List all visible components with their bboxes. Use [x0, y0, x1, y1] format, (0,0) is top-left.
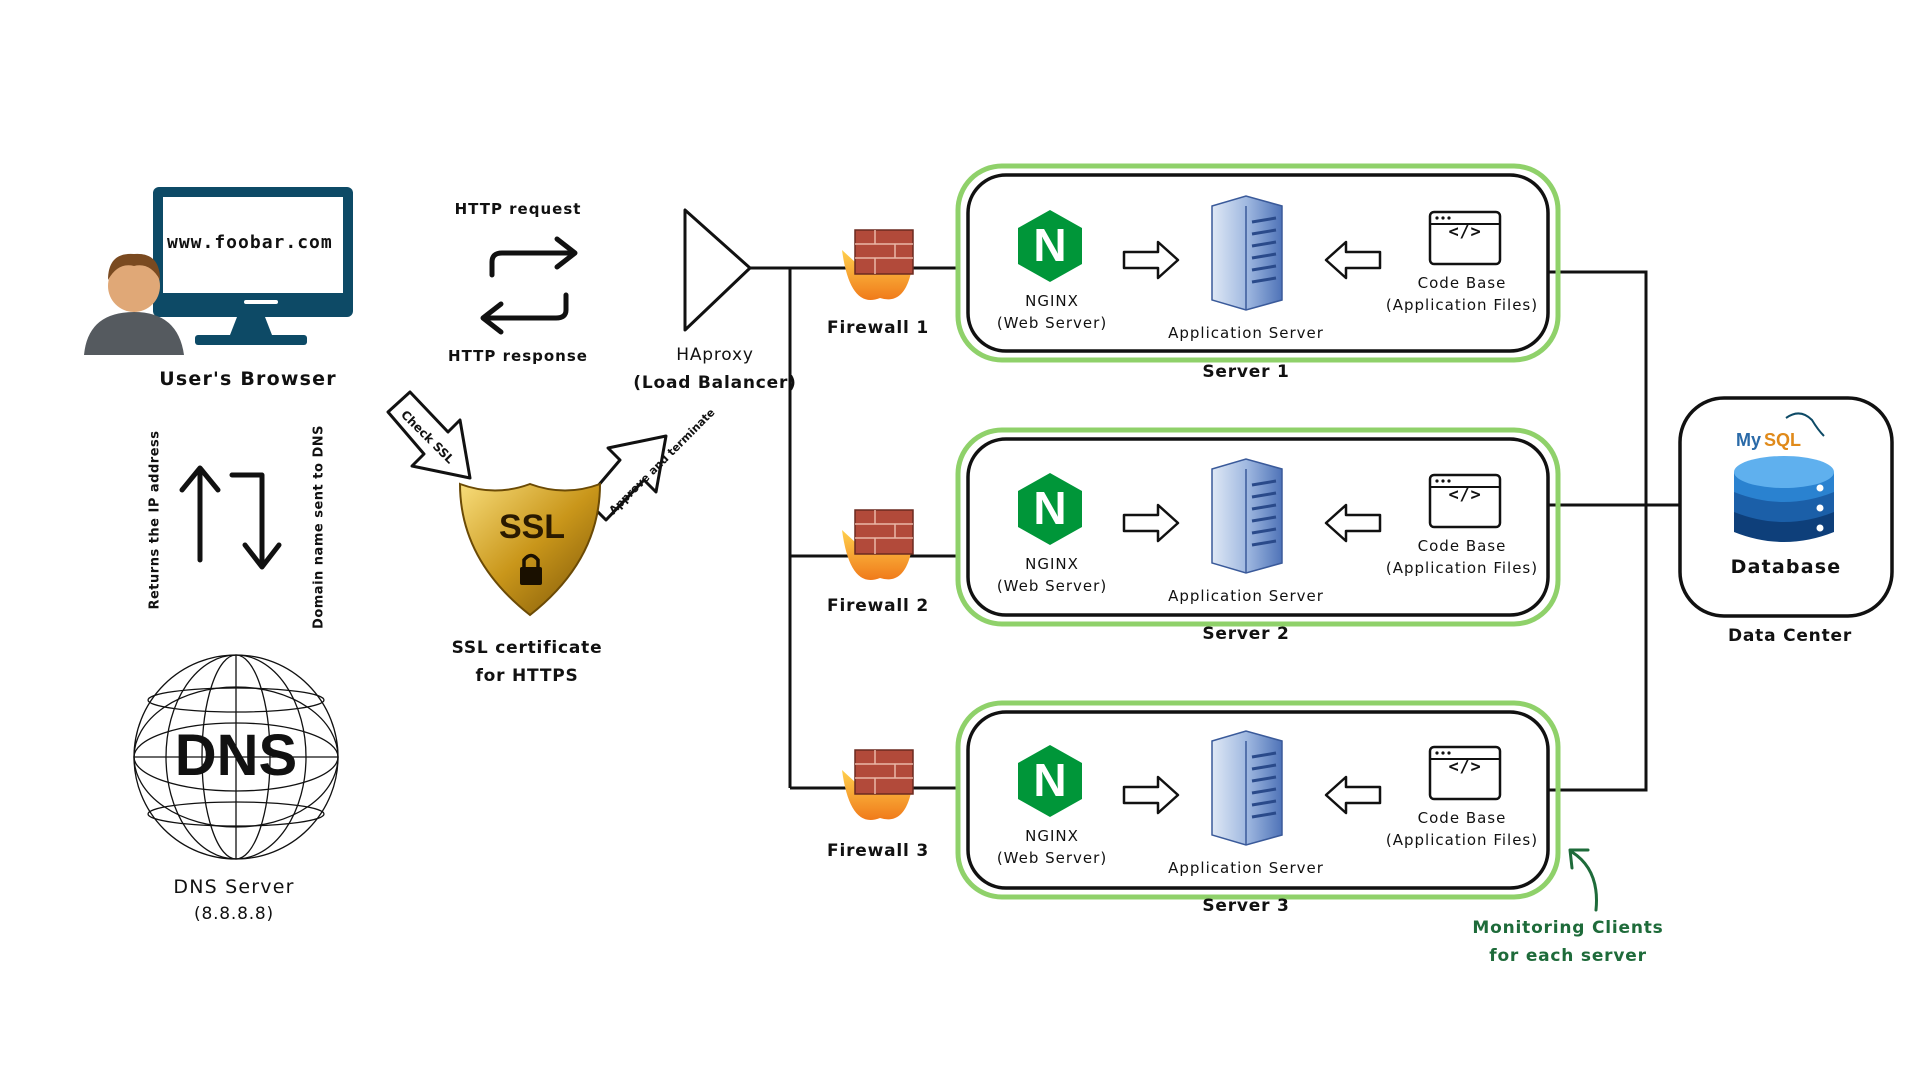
server-2-label: Server 2 — [1202, 624, 1290, 644]
http-exchange-arrows — [480, 236, 578, 335]
ssl-badge-text: SSL — [498, 508, 566, 546]
nginx-role-2: (Web Server) — [996, 577, 1108, 595]
code-base-label-3: Code Base — [1417, 809, 1507, 827]
code-base-role-1: (Application Files) — [1385, 296, 1539, 314]
app-server-icon-1 — [1211, 195, 1283, 311]
dns-server-label: DNS Server — [173, 876, 295, 898]
nginx-label-3: NGINX — [1025, 827, 1079, 845]
firewall-2-icon — [842, 509, 914, 580]
code-base-label-2: Code Base — [1417, 537, 1507, 555]
dns-ip-label: (8.8.8.8) — [194, 904, 274, 924]
mysql-my-text: My — [1736, 430, 1762, 450]
right-arrow-icon-1 — [1122, 240, 1180, 280]
load-balancer-label: (Load Balancer) — [633, 373, 797, 393]
nginx-icon-3 — [1018, 745, 1082, 817]
user-browser-icon — [84, 187, 353, 355]
nginx-icon-1 — [1018, 210, 1082, 282]
domain-sent-label: Domain name sent to DNS — [311, 425, 327, 629]
right-arrow-icon-3 — [1122, 775, 1180, 815]
nginx-icon-2 — [1018, 473, 1082, 545]
firewall-1-icon — [842, 229, 914, 300]
dns-exchange-arrows — [179, 465, 282, 570]
nginx-logo-2: N — [1033, 482, 1067, 534]
data-center-label: Data Center — [1727, 626, 1853, 646]
monitoring-label-line1: Monitoring Clients — [1472, 918, 1664, 938]
ssl-label-line1: SSL certificate — [451, 638, 603, 658]
left-arrow-icon-3 — [1324, 775, 1382, 815]
browser-label: User's Browser — [159, 368, 337, 390]
dns-globe-icon — [133, 654, 339, 860]
app-server-icon-3 — [1211, 730, 1283, 846]
firewall-2-label: Firewall 2 — [827, 596, 929, 616]
haproxy-label: HAproxy — [676, 345, 754, 365]
left-arrow-icon-1 — [1324, 240, 1382, 280]
mysql-dolphin-icon — [1785, 412, 1825, 437]
right-arrow-icon-2 — [1122, 503, 1180, 543]
server-1-label: Server 1 — [1202, 362, 1290, 382]
nginx-role-1: (Web Server) — [996, 314, 1108, 332]
nginx-label-1: NGINX — [1025, 292, 1079, 310]
firewall-1-label: Firewall 1 — [827, 318, 929, 338]
code-base-role-3: (Application Files) — [1385, 831, 1539, 849]
network-lines — [750, 266, 1680, 792]
monitoring-label-line2: for each server — [1489, 946, 1647, 966]
check-ssl-arrow — [386, 390, 472, 480]
code-base-label-1: Code Base — [1417, 274, 1507, 292]
left-arrow-icon-2 — [1324, 503, 1382, 543]
browser-url: www.foobar.com — [167, 232, 333, 253]
code-icon-text-2: </> — [1448, 485, 1482, 505]
monitoring-arrow — [1568, 848, 1598, 912]
app-server-label-3: Application Server — [1168, 859, 1324, 877]
dns-logo-text: DNS — [174, 723, 298, 788]
code-window-icon-3 — [1428, 745, 1502, 801]
ssl-label-line2: for HTTPS — [475, 666, 579, 686]
ssl-shield-icon — [458, 482, 602, 617]
app-server-label-1: Application Server — [1168, 324, 1324, 342]
code-window-icon-2 — [1428, 473, 1502, 529]
http-request-label: HTTP request — [454, 200, 582, 218]
server-3-label: Server 3 — [1202, 896, 1290, 916]
haproxy-icon — [683, 208, 752, 332]
nginx-logo-1: N — [1033, 219, 1067, 271]
nginx-logo-3: N — [1033, 754, 1067, 806]
nginx-label-2: NGINX — [1025, 555, 1079, 573]
database-label: Database — [1730, 556, 1842, 578]
code-icon-text-3: </> — [1448, 757, 1482, 777]
code-base-role-2: (Application Files) — [1385, 559, 1539, 577]
http-response-label: HTTP response — [448, 347, 588, 365]
mysql-sql-text: SQL — [1764, 430, 1802, 450]
code-window-icon-1 — [1428, 210, 1502, 266]
firewall-3-icon — [842, 749, 914, 820]
returns-ip-label: Returns the IP address — [147, 430, 163, 610]
app-server-icon-2 — [1211, 458, 1283, 574]
app-server-label-2: Application Server — [1168, 587, 1324, 605]
code-icon-text-1: </> — [1448, 222, 1482, 242]
database-icon — [1734, 456, 1834, 542]
approve-arrow — [584, 434, 668, 522]
firewall-3-label: Firewall 3 — [827, 841, 929, 861]
nginx-role-3: (Web Server) — [996, 849, 1108, 867]
